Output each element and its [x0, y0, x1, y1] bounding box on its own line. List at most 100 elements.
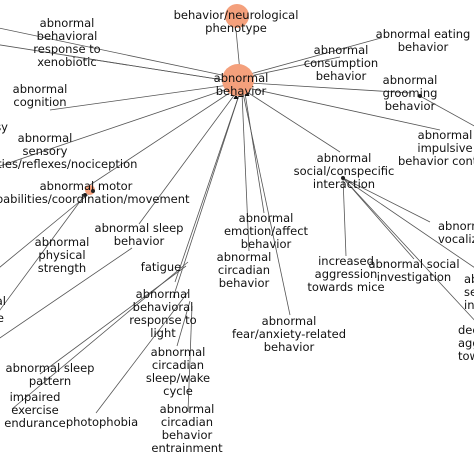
node-label-decreased-aggression: decreasedaggressiontowards mice: [458, 323, 474, 363]
node-label-sensory: abnormalsensorycapabilities/reflexes/noc…: [0, 131, 137, 171]
node-label-line: circadian: [161, 415, 213, 429]
edge-line: [419, 95, 474, 127]
node-label-line: aggression: [315, 267, 378, 281]
node-label-line: towards mice: [307, 280, 384, 294]
node-label-line: e: [0, 311, 4, 325]
node-label-line: abnormal sleep: [6, 361, 95, 375]
node-label-photophobia: photophobia: [66, 415, 138, 429]
node-label-line: consumption: [304, 56, 378, 70]
node-label-line: behavior: [162, 428, 213, 442]
node-label-line: behavior: [316, 69, 367, 83]
node-label-line: sexual: [464, 285, 474, 299]
node-label-line: behavioral: [133, 300, 194, 314]
root-node-circle: [225, 4, 249, 28]
edge-layer: [0, 27, 474, 414]
node-label-line: interaction: [313, 177, 375, 191]
junction-node-dot: [91, 189, 95, 193]
edge-line: [241, 92, 250, 252]
node-label-line: emotion/affect: [224, 224, 309, 238]
edge-line: [249, 56, 341, 77]
edge-line: [11, 261, 189, 410]
edge-line: [0, 85, 237, 167]
node-label-line: strength: [38, 261, 86, 275]
edge-line: [49, 83, 237, 111]
node-label-line: behavior: [398, 40, 449, 54]
junction-node-dot: [418, 94, 422, 98]
edge-line: [0, 27, 237, 79]
node-label-sexual-interaction: abnormalsexualinteraction: [464, 272, 474, 312]
node-label-left-partial-c: e: [0, 311, 4, 325]
node-label-left-partial-a: sy: [0, 120, 8, 134]
node-label-line: abnormal motor: [40, 179, 133, 193]
edge-line: [187, 305, 193, 413]
edge-line: [138, 89, 239, 225]
node-label-line: abnormal: [214, 71, 269, 85]
node-label-line: sy: [0, 120, 8, 134]
node-label-line: abnormal: [438, 219, 474, 233]
node-label-line: abnormal: [317, 151, 372, 165]
node-label-line: al: [0, 294, 6, 308]
node-label-line: towards mice: [458, 349, 474, 363]
node-label-line: phenotype: [205, 21, 267, 35]
node-label-line: fatigue: [141, 260, 181, 274]
node-label-fatigue: fatigue: [141, 260, 181, 274]
edge-line: [246, 91, 341, 153]
arrowhead-marker: [233, 94, 239, 99]
node-label-line: grooming: [383, 86, 438, 100]
node-label-line: behavior: [385, 99, 436, 113]
node-label-line: circadian: [218, 263, 270, 277]
node-label-line: interaction: [464, 298, 474, 312]
edge-line: [89, 87, 238, 186]
node-label-line: behavior: [241, 237, 292, 251]
node-label-line: physical: [38, 248, 85, 262]
node-label-line: abnormal: [160, 402, 215, 416]
node-label-line: entrainment: [151, 441, 223, 455]
edge-line: [342, 177, 474, 268]
node-label-line: capabilities/reflexes/nociception: [0, 157, 137, 171]
edge-line: [247, 87, 441, 131]
node-label-line: impaired: [10, 390, 61, 404]
node-label-line: behavior control: [398, 154, 474, 168]
edge-line: [174, 91, 241, 283]
node-label-line: abnormal: [239, 211, 294, 225]
node-label-line: behavior: [216, 84, 267, 98]
node-label-line: cognition: [13, 95, 66, 109]
junction-node-dot: [83, 193, 87, 197]
node-label-line: aggression: [458, 336, 474, 350]
node-label-line: abnormal: [262, 314, 317, 328]
node-label-line: behavior: [264, 340, 315, 354]
arrowhead-marker: [244, 91, 250, 96]
node-label-line: abnormal: [18, 131, 73, 145]
node-label-line: behavior: [114, 234, 165, 248]
node-label-line: abnormal: [40, 16, 95, 30]
node-label-line: vocalization: [438, 232, 474, 246]
junction-node-dot: [341, 176, 345, 180]
edge-line: [172, 91, 241, 299]
node-label-line: circadian: [152, 358, 204, 372]
node-label-line: abnormal: [464, 272, 474, 286]
node-label-line: social/conspecific: [294, 164, 395, 178]
node-label-line: abnormal: [151, 345, 206, 359]
node-label-line: abnormal: [13, 82, 68, 96]
node-label-line: abnormal sleep: [95, 221, 184, 235]
node-label-line: response to: [129, 313, 196, 327]
node-label-line: abnormal social: [368, 257, 459, 271]
node-label-vocalization: abnormalvocalization: [438, 219, 474, 246]
edge-line: [342, 177, 431, 223]
